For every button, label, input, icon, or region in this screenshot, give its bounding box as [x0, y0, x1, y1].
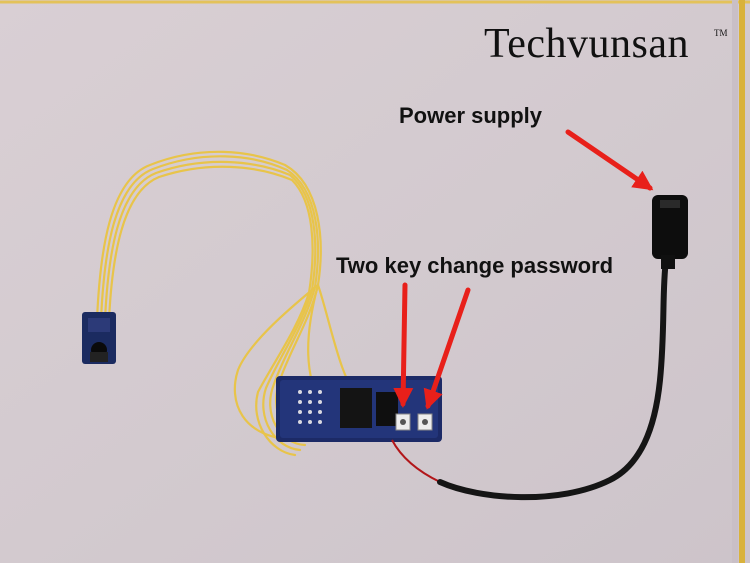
key-change-password-label: Two key change password	[336, 253, 614, 278]
dc-cable	[437, 257, 669, 501]
annotation-arrows	[393, 129, 654, 410]
infrared-sensor	[82, 312, 116, 364]
power-arrow	[565, 129, 654, 191]
brand-name: Techvunsan	[484, 21, 689, 67]
dc-jack	[652, 195, 688, 269]
power-supply-label: Power supply	[399, 103, 543, 128]
trademark-symbol: TM	[714, 28, 728, 38]
key-arrow-right	[423, 287, 471, 410]
key-arrow-left	[393, 282, 414, 408]
